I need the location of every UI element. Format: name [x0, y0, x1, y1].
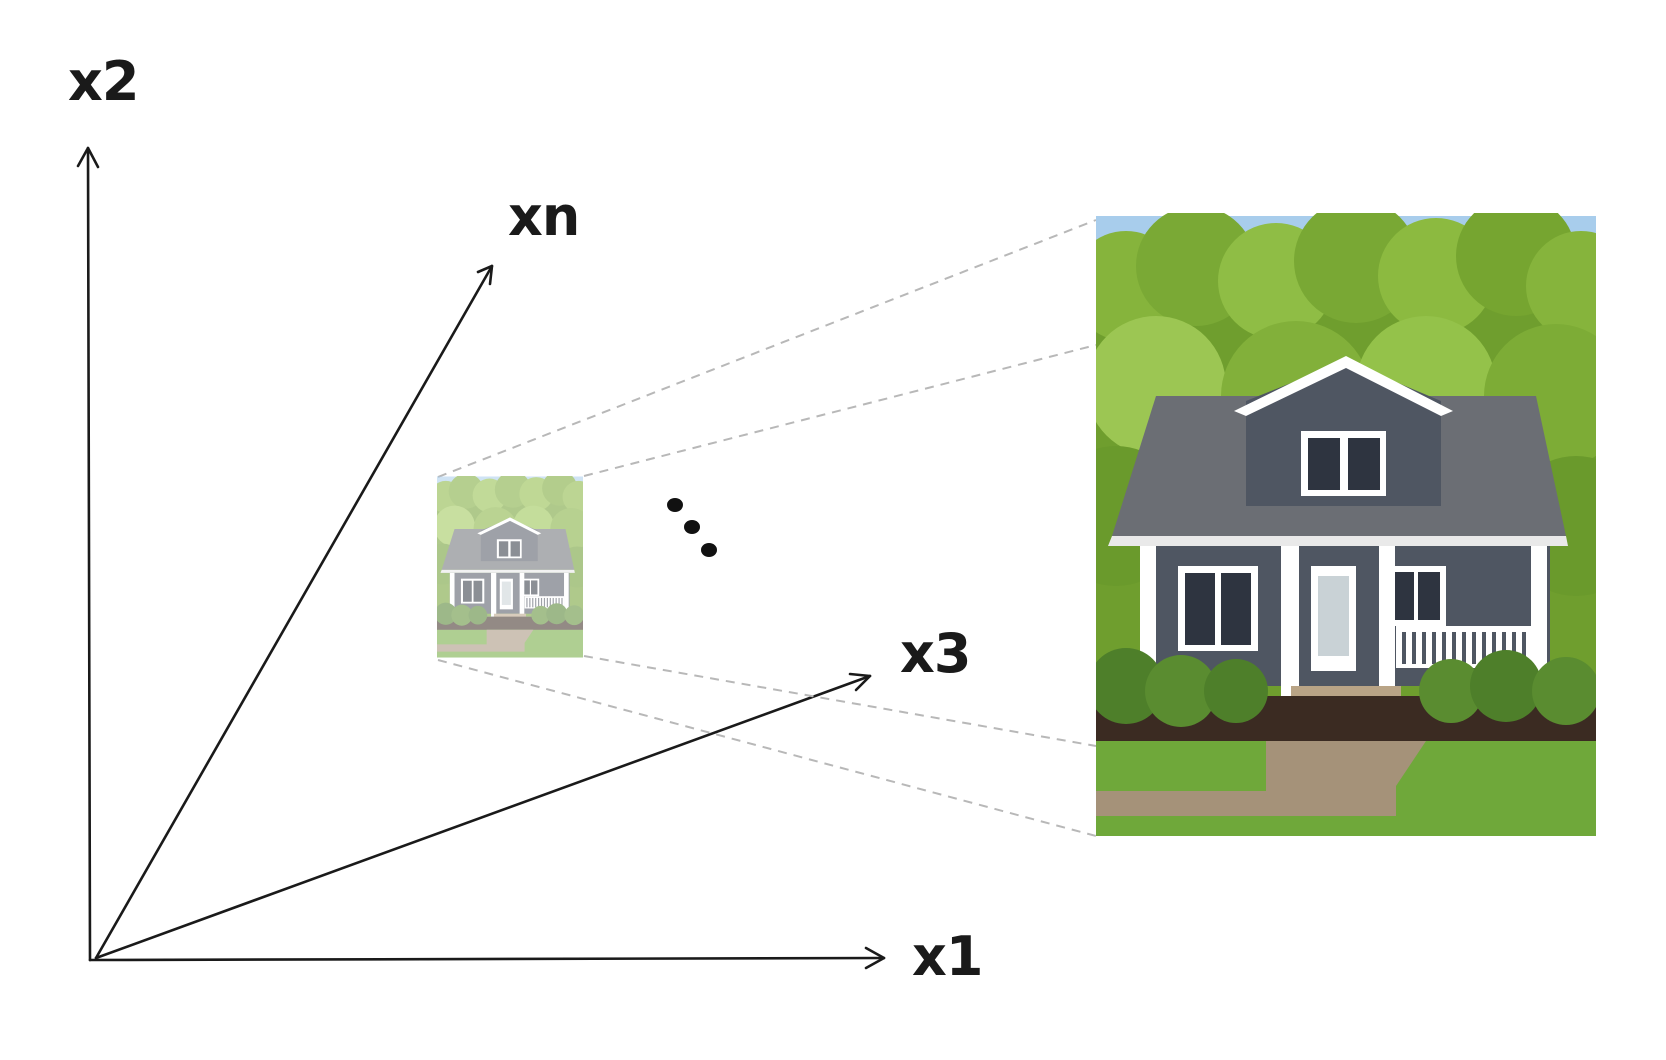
axis-x3-label: x3 — [900, 622, 970, 685]
axis-xn-label: xn — [508, 185, 579, 248]
axis-x1-arrowhead — [864, 946, 886, 970]
house-thumbnail-image — [437, 476, 583, 658]
projection-line-bottom-right — [583, 655, 1097, 747]
axis-x1-label: x1 — [912, 925, 982, 988]
axis-x3-line — [94, 674, 872, 960]
axis-x1-line — [88, 956, 886, 962]
axis-x2-line — [86, 146, 92, 962]
axis-x2-label: x2 — [68, 50, 138, 113]
axis-x2-arrowhead — [76, 146, 100, 169]
projection-line-top-left — [437, 219, 1097, 478]
projection-line-top-right — [583, 344, 1097, 477]
axis-xn-line — [94, 264, 494, 960]
house-photo-image — [1096, 213, 1596, 836]
projection-line-bottom-left — [437, 659, 1097, 837]
axis-x3-arrowhead — [848, 672, 872, 692]
axis-xn-arrowhead — [476, 264, 494, 286]
ellipsis-dots — [667, 498, 717, 557]
